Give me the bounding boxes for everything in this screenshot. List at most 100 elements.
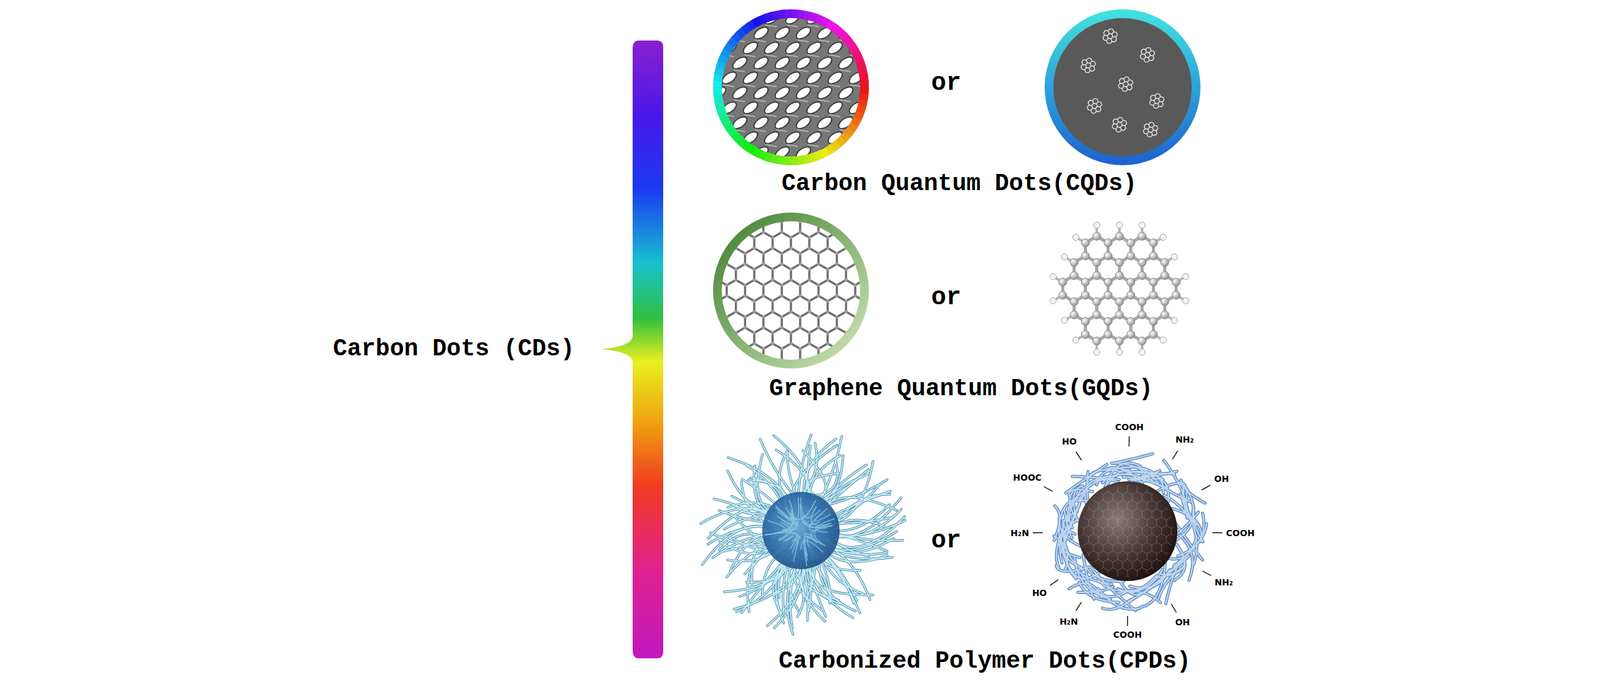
drawing-part [783,99,802,116]
drawing-part [825,309,829,313]
drawing-part [680,279,690,286]
drawing-part [1081,238,1090,247]
drawing-part [881,99,894,102]
drawing-part [789,277,793,282]
drawing-part [707,285,710,297]
drawing-part [1126,330,1136,339]
drawing-part [1149,102,1151,105]
drawing-part [716,246,720,250]
drawing-part [786,144,798,147]
drawing-part [1085,64,1088,68]
drawing-part [890,251,894,255]
drawing-part [723,24,735,27]
drawing-part [1139,53,1142,56]
drawing-part [811,560,831,604]
drawing-part [1103,528,1104,535]
drawing-part [1092,98,1095,101]
drawing-part [706,347,710,351]
graphitic-flake [1110,115,1129,134]
drawing-part [864,248,874,254]
drawing-part [697,341,701,345]
drawing-part [1153,122,1155,126]
drawing-part [818,9,830,12]
drawing-part [743,357,747,361]
drawing-part [712,39,724,42]
drawing-part [868,39,887,57]
drawing-part [1113,575,1119,580]
drawing-part [1088,567,1094,571]
drawing-part [839,159,851,162]
drawing-part [899,299,903,303]
drawing-part [741,159,760,176]
drawing-part [1127,88,1131,91]
drawing-part [776,69,788,72]
drawing-part [1119,80,1121,83]
drawing-part [1078,525,1084,529]
drawing-part [1156,92,1160,95]
drawing-part [845,232,856,239]
drawing-part [689,311,700,318]
drawing-part [845,216,856,222]
drawing-part [804,39,823,57]
drawing-part [734,205,738,217]
drawing-part [688,54,707,72]
drawing-part [882,264,892,270]
drawing-part [863,364,866,376]
drawing-part [1130,82,1134,85]
drawing-part [1103,584,1109,588]
drawing-part [1123,471,1163,480]
rainbow-ring [815,153,823,157]
drawing-part [1150,97,1152,100]
drawing-part [1129,79,1132,82]
drawing-part [723,174,735,177]
drawing-part [1078,517,1084,521]
drawing-part [864,359,874,366]
drawing-part [809,200,819,207]
rainbow-ring [748,23,755,27]
drawing-part [761,294,765,298]
drawing-part [1083,559,1089,563]
rainbow-ring [724,49,729,57]
rainbow-ring [863,74,864,83]
drawing-part [717,200,727,207]
drawing-part [721,220,861,361]
drawing-part [794,54,813,72]
drawing-part [716,362,720,366]
drawing-part [1102,37,1104,40]
drawing-part [1149,317,1158,326]
drawing-part [1086,66,1089,69]
drawing-part [1103,317,1112,326]
drawing-part [744,174,756,177]
drawing-part [778,522,791,542]
rainbow-ring [857,56,861,63]
drawing-part [1151,99,1154,101]
drawing-part [807,277,811,282]
drawing-part [1108,37,1111,40]
drawing-part [882,296,892,302]
drawing-part [1088,542,1094,546]
drawing-part [1089,67,1091,71]
drawing-part [871,325,876,330]
drawing-part [1149,291,1158,300]
drawing-part [680,301,683,312]
drawing-part [1154,102,1158,105]
drawing-part [697,299,701,303]
drawing-part [1141,51,1143,54]
drawing-part [1068,536,1070,543]
drawing-part [835,251,839,255]
drawing-part [868,99,887,116]
drawing-part [771,246,775,250]
drawing-part [844,277,848,282]
drawing-part [1098,100,1101,103]
rainbow-ring [822,20,829,25]
drawing-part [789,341,793,345]
drawing-part [871,24,883,27]
drawing-part [825,99,844,116]
rainbow-ring [759,18,767,21]
drawing-part [864,343,874,350]
drawing-part [1119,116,1122,119]
drawing-part [1128,83,1131,86]
drawing-part [807,246,811,250]
drawing-part [1111,40,1115,43]
drawing-part [844,267,848,271]
